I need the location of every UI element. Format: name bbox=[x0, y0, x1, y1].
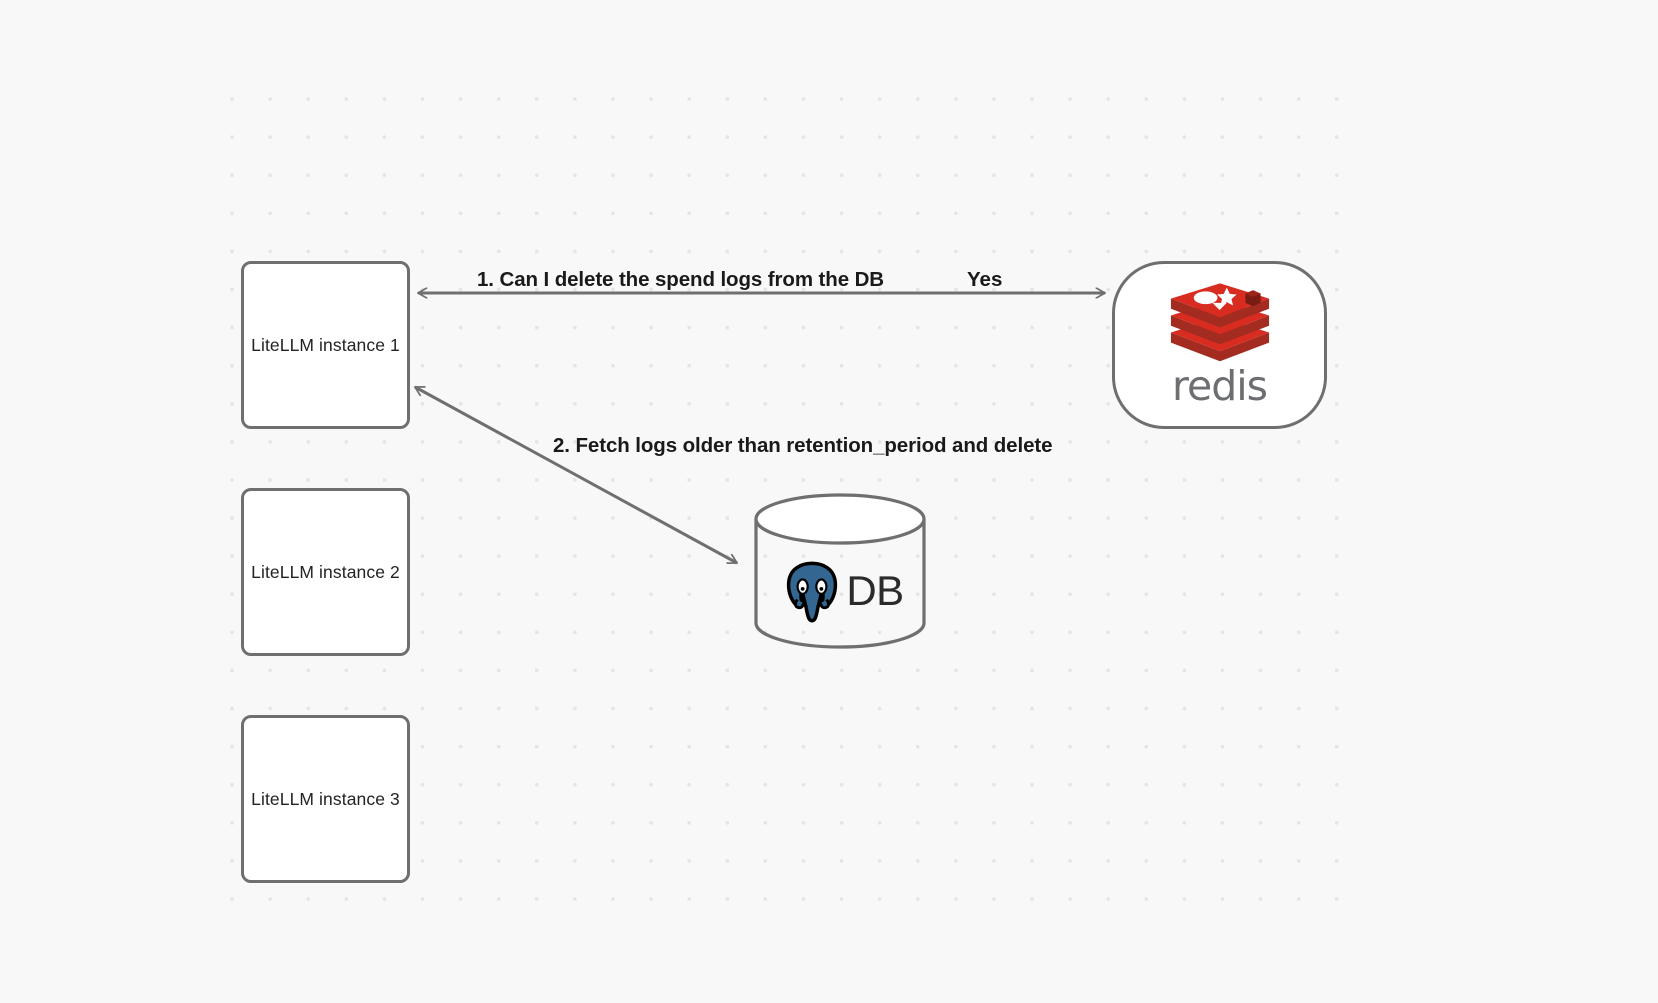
edge-label-step-1: 1. Can I delete the spend logs from the … bbox=[477, 268, 885, 291]
edge-litellm1-db bbox=[415, 385, 737, 565]
node-litellm-instance-2[interactable]: LiteLLM instance 2 bbox=[241, 488, 410, 656]
database-label: DB bbox=[846, 567, 904, 614]
redis-wordmark-label: redis bbox=[1172, 361, 1268, 410]
cylinder-shape-icon bbox=[754, 493, 926, 649]
node-litellm-instance-1-label: LiteLLM instance 1 bbox=[251, 334, 400, 355]
node-litellm-instance-3[interactable]: LiteLLM instance 3 bbox=[241, 715, 410, 883]
node-litellm-instance-2-label: LiteLLM instance 2 bbox=[251, 561, 400, 582]
node-litellm-instance-1[interactable]: LiteLLM instance 1 bbox=[241, 261, 410, 429]
edge-label-step-2: 2. Fetch logs older than retention_perio… bbox=[553, 434, 1053, 457]
postgresql-elephant-icon bbox=[776, 555, 848, 627]
database-content: DB bbox=[753, 543, 927, 639]
edge-label-yes: Yes bbox=[967, 268, 1003, 291]
node-litellm-instance-3-label: LiteLLM instance 3 bbox=[251, 788, 400, 809]
node-redis[interactable]: redis bbox=[1112, 261, 1327, 429]
node-database[interactable]: DB bbox=[753, 491, 927, 651]
redis-logo-icon bbox=[1164, 280, 1276, 368]
